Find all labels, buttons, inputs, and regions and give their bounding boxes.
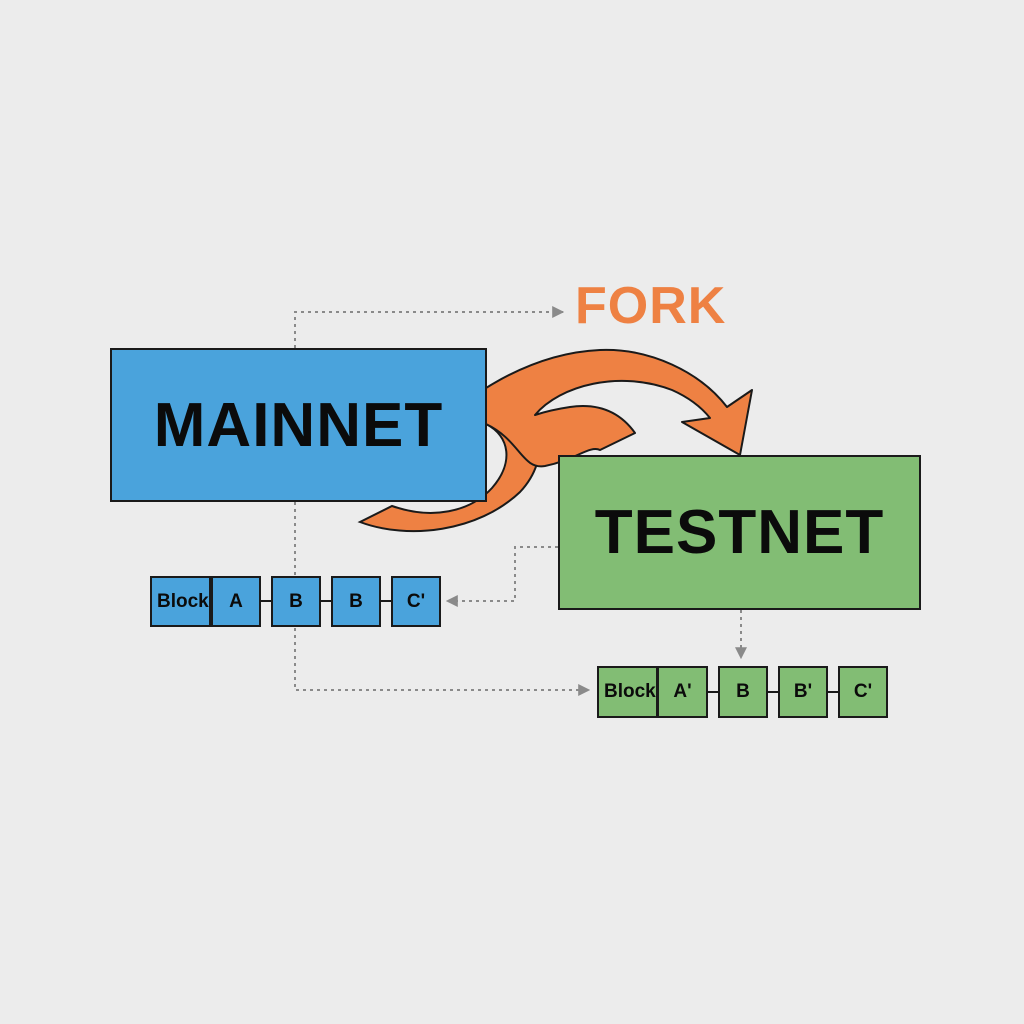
mainnet-block-2: A bbox=[211, 576, 261, 627]
mainnet-block-3: B bbox=[271, 576, 321, 627]
connector-mainnet-to-fork bbox=[294, 306, 565, 348]
mainnet-block-4: B bbox=[331, 576, 381, 627]
mainnet-node: MAINNET bbox=[110, 348, 487, 502]
block-label: B bbox=[736, 681, 750, 702]
testnet-block-4: B' bbox=[778, 666, 828, 718]
testnet-node: TESTNET bbox=[558, 455, 921, 610]
connector-testnet-to-mainnet-chain bbox=[445, 546, 558, 607]
mainnet-block-1: Block bbox=[150, 576, 211, 627]
block-label: Block bbox=[157, 590, 209, 612]
mainnet-block-5: C' bbox=[391, 576, 441, 627]
block-label: C' bbox=[853, 681, 873, 702]
block-label: Block bbox=[604, 681, 656, 702]
block-label: B' bbox=[793, 681, 813, 702]
block-label: A' bbox=[673, 681, 692, 702]
block-label: A bbox=[229, 590, 243, 612]
block-label: B bbox=[349, 590, 363, 612]
fork-label: FORK bbox=[575, 277, 727, 335]
testnet-label: TESTNET bbox=[594, 498, 885, 567]
block-label: B bbox=[289, 590, 303, 612]
block-label: C' bbox=[406, 590, 426, 612]
testnet-block-5: C' bbox=[838, 666, 888, 718]
mainnet-label: MAINNET bbox=[153, 390, 444, 460]
testnet-block-3: B bbox=[718, 666, 768, 718]
testnet-block-1: Block bbox=[597, 666, 658, 718]
testnet-block-2: A' bbox=[657, 666, 708, 718]
